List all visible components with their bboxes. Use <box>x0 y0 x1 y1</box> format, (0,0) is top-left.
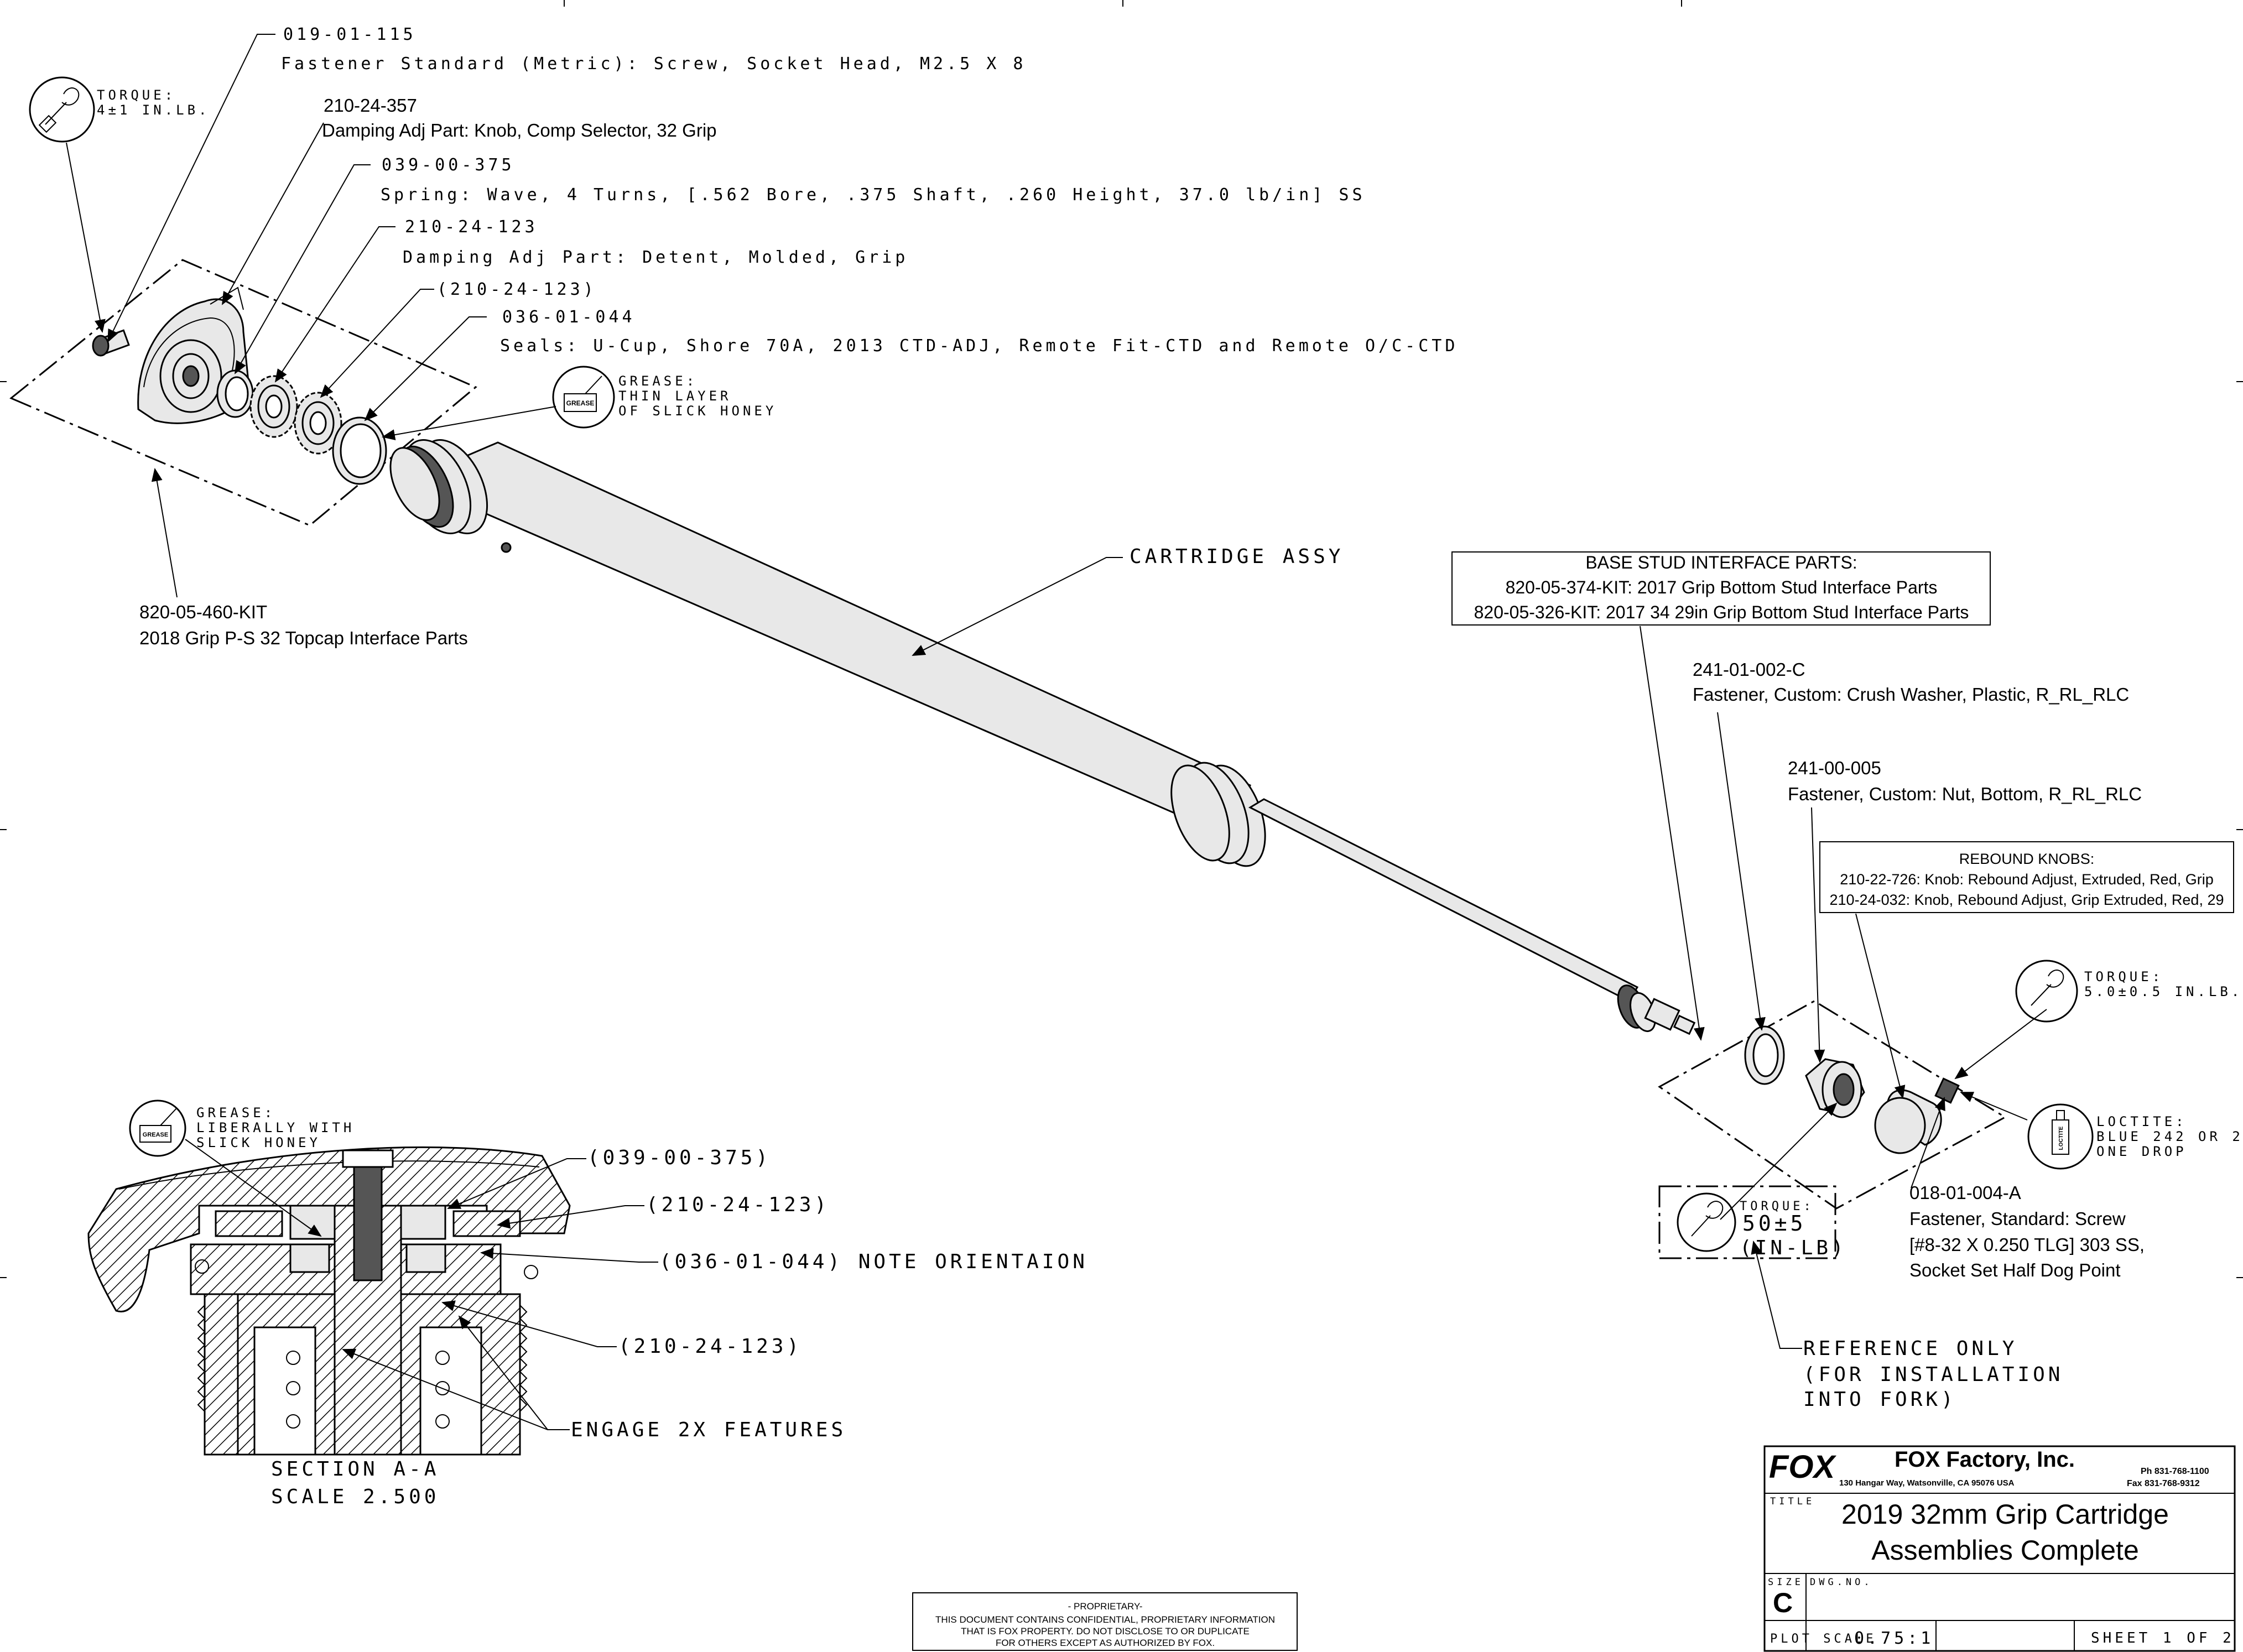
section-label-039-00-375: (039-00-375) <box>587 1147 771 1169</box>
callout-039-00-375-desc: Spring: Wave, 4 Turns, [.562 Bore, .375 … <box>381 185 1366 205</box>
reference-line3: INTO FORK) <box>1803 1388 1956 1411</box>
callout-036-01-044-desc: Seals: U-Cup, Shore 70A, 2013 CTD-ADJ, R… <box>500 336 1458 356</box>
text-labels: 019-01-115 Fastener Standard (Metric): S… <box>97 25 2243 1651</box>
rebound-knob <box>1874 1089 1942 1154</box>
screw-desc-2: [#8-32 X 0.250 TLG] 303 SS, <box>1909 1234 2145 1255</box>
callout-210-24-123-desc: Damping Adj Part: Detent, Molded, Grip <box>403 248 908 267</box>
grease1-line3: OF SLICK HONEY <box>618 403 777 419</box>
loctite-line3: ONE DROP <box>2096 1144 2187 1159</box>
screw-number: 018-01-004-A <box>1909 1182 2021 1203</box>
base-stud-line2: 820-05-326-KIT: 2017 34 29in Grip Bottom… <box>1474 602 1969 622</box>
callout-019-01-115-number: 019-01-115 <box>283 25 417 44</box>
crush-washer <box>1744 1025 1785 1085</box>
callout-210-24-123-ref: (210-24-123) <box>437 280 597 299</box>
company-address: 130 Hangar Way, Watsonville, CA 95076 US… <box>1839 1478 2015 1488</box>
title-block: FOX FOX Factory, Inc. 130 Hangar Way, Wa… <box>1763 1445 2236 1652</box>
grease-icon-2: GREASE <box>129 1099 186 1157</box>
cartridge-assembly <box>389 439 1696 1035</box>
torque3-title: TORQUE: <box>1740 1200 1814 1213</box>
company-phone: Ph 831-768-1100 <box>2141 1467 2209 1476</box>
sheet-number: SHEET 1 OF 2 <box>2091 1630 2235 1646</box>
title-label: TITLE <box>1770 1496 1815 1507</box>
size-value: C <box>1773 1587 1793 1618</box>
cartridge-assy-label: CARTRIDGE ASSY <box>1130 545 1344 568</box>
grease2-line2: LIBERALLY WITH <box>196 1120 355 1135</box>
nut-desc: Fastener, Custom: Nut, Bottom, R_RL_RLC <box>1788 784 2142 804</box>
torque-icon-2 <box>2015 960 2078 1023</box>
callout-019-01-115-desc: Fastener Standard (Metric): Screw, Socke… <box>281 54 1026 74</box>
washer-number: 241-01-002-C <box>1693 659 1805 680</box>
reference-line1: REFERENCE ONLY <box>1803 1337 2017 1360</box>
grease-icon-1: GREASE <box>552 366 615 429</box>
torque2-title: TORQUE: <box>2084 969 2163 984</box>
screw-m25 <box>92 329 130 357</box>
grease1-line1: GREASE: <box>618 373 698 389</box>
grease2-line1: GREASE: <box>196 1105 275 1121</box>
section-title: SECTION A-A <box>271 1458 439 1481</box>
company-name: FOX Factory, Inc. <box>1895 1447 2075 1472</box>
section-scale: SCALE 2.500 <box>271 1486 439 1508</box>
rebound-title: REBOUND KNOBS: <box>1959 851 2095 867</box>
dwg-no-label: DWG.NO. <box>1810 1577 1873 1588</box>
proprietary-line1: - PROPRIETARY- <box>1068 1601 1143 1612</box>
u-cup-seal <box>332 416 387 485</box>
proprietary-line3: THAT IS FOX PROPERTY. DO NOT DISCLOSE TO… <box>961 1626 1250 1637</box>
drawing-title-line2: Assemblies Complete <box>1871 1535 2139 1566</box>
rebound-line2: 210-24-032: Knob, Rebound Adjust, Grip E… <box>1830 892 2224 908</box>
size-label: SIZE <box>1768 1577 1804 1588</box>
base-stud-title: BASE STUD INTERFACE PARTS: <box>1585 553 1857 572</box>
callout-210-24-357-desc: Damping Adj Part: Knob, Comp Selector, 3… <box>322 120 717 140</box>
plot-scale-value: 0.75:1 <box>1854 1629 1934 1648</box>
detent-2 <box>294 392 342 455</box>
section-label-210-24-123-b: (210-24-123) <box>618 1335 802 1358</box>
screw-desc-1: Fastener, Standard: Screw <box>1909 1208 2126 1229</box>
torque-icon-3 <box>1658 1185 1836 1259</box>
washer-desc: Fastener, Custom: Crush Washer, Plastic,… <box>1693 684 2129 705</box>
loctite-line2: BLUE 242 OR 243 <box>2096 1129 2243 1144</box>
grease-tag-1: GREASE <box>566 399 595 407</box>
section-label-036-01-044: (036-01-044) NOTE ORIENTAION <box>659 1250 1088 1273</box>
base-stud-line1: 820-05-374-KIT: 2017 Grip Bottom Stud In… <box>1506 577 1938 597</box>
grease2-line3: SLICK HONEY <box>196 1135 321 1150</box>
proprietary-line2: THIS DOCUMENT CONTAINS CONFIDENTIAL, PRO… <box>935 1614 1275 1625</box>
section-a-a <box>87 1139 658 1456</box>
kit-number: 820-05-460-KIT <box>139 602 267 622</box>
loctite-icon: LOCTITE <box>2027 1103 2094 1170</box>
torque1-value: 4±1 IN.LB. <box>97 102 210 118</box>
section-label-engage: ENGAGE 2X FEATURES <box>571 1419 846 1441</box>
torque3-unit: (IN-LB) <box>1740 1237 1847 1259</box>
proprietary-line4: FOR OTHERS EXCEPT AS AUTHORIZED BY FOX. <box>996 1638 1215 1648</box>
drawing-title-line1: 2019 32mm Grip Cartridge <box>1841 1499 2169 1530</box>
bottom-exploded-group <box>1658 1000 2007 1210</box>
torque2-value: 5.0±0.5 IN.LB. <box>2084 984 2242 999</box>
topcap-exploded-group <box>9 259 477 527</box>
callout-210-24-123-number: 210-24-123 <box>405 217 538 237</box>
reference-line2: (FOR INSTALLATION <box>1803 1363 2063 1386</box>
wave-spring <box>216 369 254 418</box>
bottom-nut <box>1805 1058 1865 1118</box>
torque1-title: TORQUE: <box>97 87 176 103</box>
set-screw <box>1934 1077 1960 1104</box>
nut-number: 241-00-005 <box>1788 758 1881 778</box>
torque-icon-1 <box>29 76 95 143</box>
grease-tag-2: GREASE <box>143 1132 168 1138</box>
callout-036-01-044-number: 036-01-044 <box>502 308 636 327</box>
frame-ticks <box>0 0 2243 1278</box>
leader-lines <box>66 34 2047 1349</box>
grease1-line2: THIN LAYER <box>618 388 732 404</box>
loctite-tag: LOCTITE <box>2058 1126 2064 1150</box>
loctite-line1: LOCTITE: <box>2096 1114 2187 1129</box>
torque3-value: 50±5 <box>1742 1211 1807 1236</box>
callout-039-00-375-number: 039-00-375 <box>382 155 515 175</box>
fox-logo: FOX <box>1769 1449 1837 1485</box>
company-fax: Fax 831-768-9312 <box>2127 1479 2200 1488</box>
screw-desc-3: Socket Set Half Dog Point <box>1909 1260 2121 1280</box>
callout-210-24-357-number: 210-24-357 <box>324 95 417 116</box>
kit-desc: 2018 Grip P-S 32 Topcap Interface Parts <box>139 628 468 648</box>
rebound-line1: 210-22-726: Knob: Rebound Adjust, Extrud… <box>1840 871 2213 888</box>
section-label-210-24-123-a: (210-24-123) <box>646 1194 830 1216</box>
detent-1 <box>249 375 298 438</box>
plot-scale-label: PLOT SCALE <box>1770 1632 1876 1646</box>
